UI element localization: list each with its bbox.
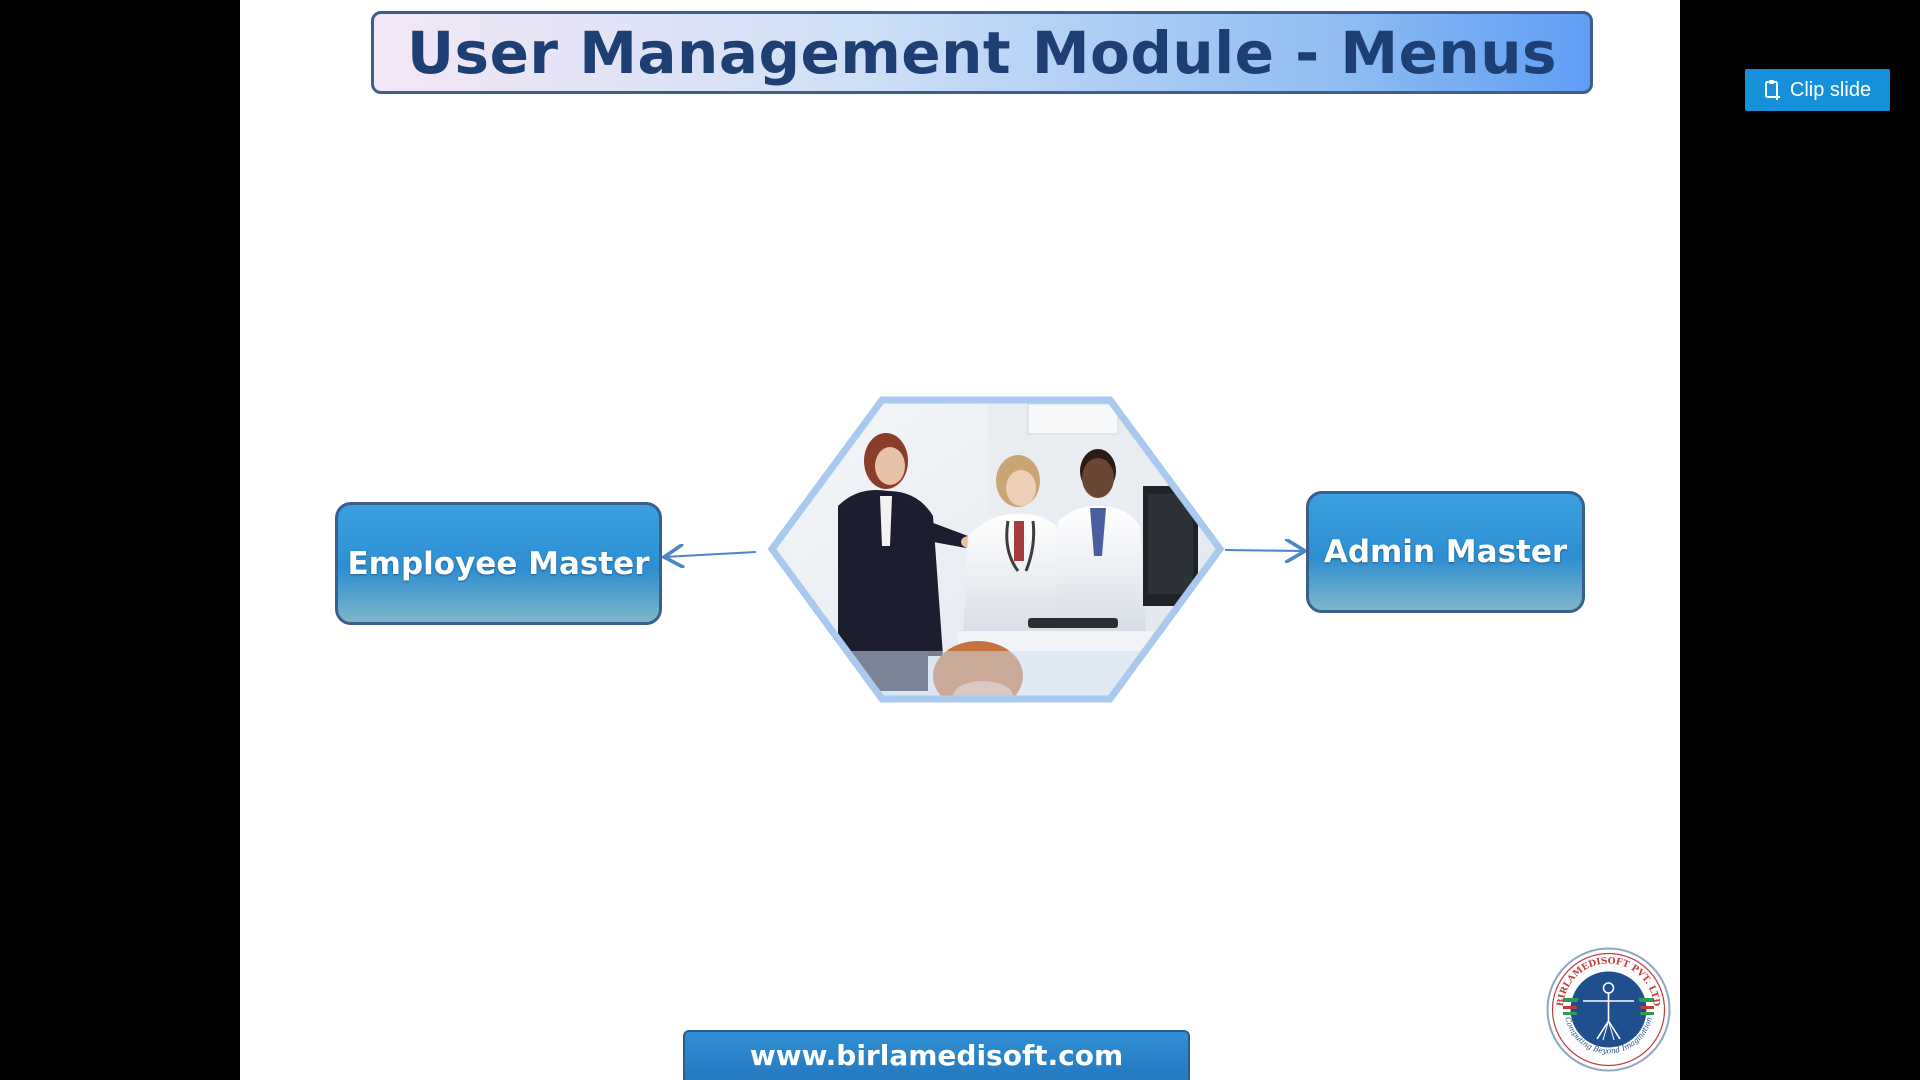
doctors-team-photo xyxy=(767,396,1225,703)
admin-master-button[interactable]: Admin Master xyxy=(1306,491,1585,613)
website-banner[interactable]: www.birlamedisoft.com xyxy=(683,1030,1190,1080)
website-url: www.birlamedisoft.com xyxy=(749,1039,1124,1072)
admin-master-label: Admin Master xyxy=(1323,534,1568,570)
slide: User Management Module - Menus Employee … xyxy=(240,0,1680,1080)
slide-title-banner: User Management Module - Menus xyxy=(371,11,1593,94)
clip-slide-button[interactable]: Clip slide xyxy=(1745,69,1890,111)
arrow-to-admin-master xyxy=(1224,550,1305,551)
employee-master-button[interactable]: Employee Master xyxy=(335,502,662,625)
birlamedisoft-logo: BIRLAMEDISOFT PVT. LTD Computing Beyond … xyxy=(1545,946,1672,1073)
arrow-to-employee-master xyxy=(664,552,757,557)
clip-slide-label: Clip slide xyxy=(1789,78,1872,101)
clipboard-plus-icon xyxy=(1764,80,1780,100)
slide-title: User Management Module - Menus xyxy=(406,18,1558,87)
employee-master-label: Employee Master xyxy=(347,545,650,582)
